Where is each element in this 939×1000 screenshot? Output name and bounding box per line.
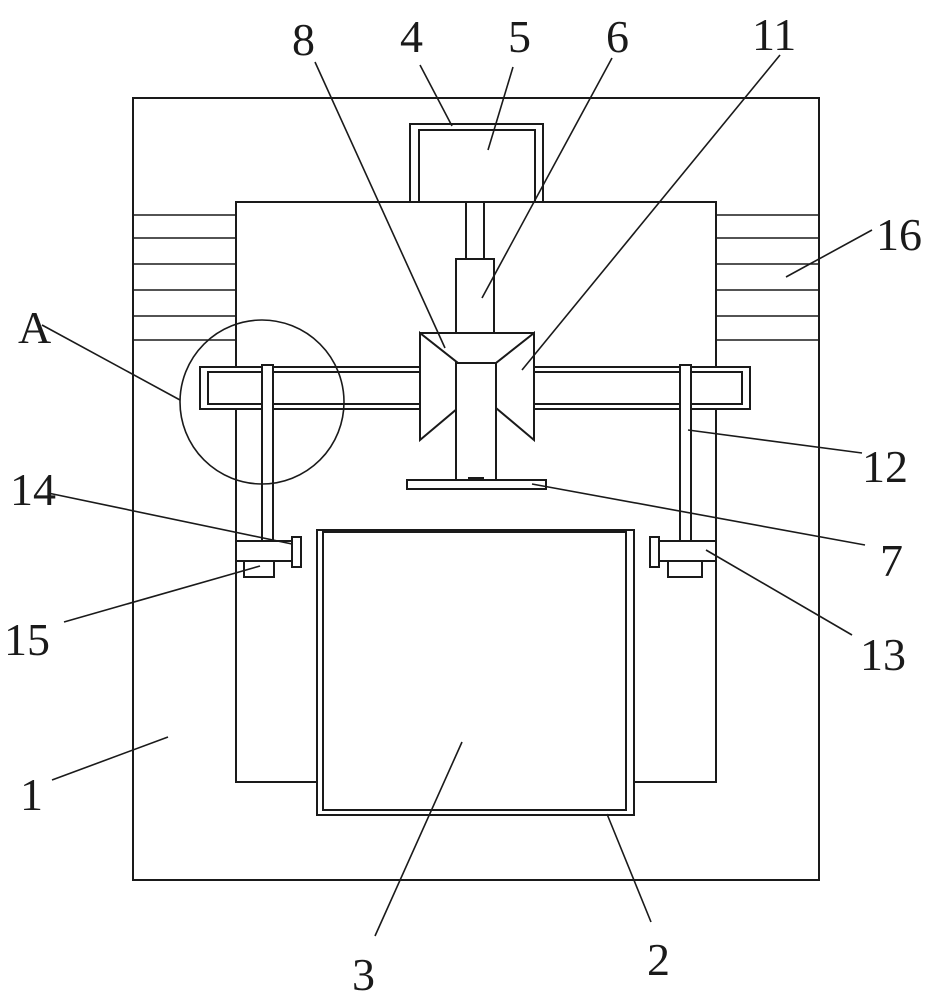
main-box — [322, 531, 627, 811]
label-13: 13 — [860, 629, 906, 680]
label-3: 3 — [352, 949, 375, 1000]
label-12: 12 — [862, 441, 908, 492]
label-7: 7 — [880, 535, 903, 586]
label-8: 8 — [292, 14, 315, 65]
leader-lines — [41, 54, 873, 937]
label-15: 15 — [4, 614, 50, 665]
spindle-housing — [455, 258, 495, 334]
label-16: 16 — [876, 209, 922, 260]
motor-box — [418, 129, 536, 203]
right-side-slats — [716, 214, 819, 341]
spindle-lower — [455, 362, 497, 482]
spindle-upper — [465, 201, 485, 260]
right-rod — [679, 364, 692, 546]
label-4: 4 — [400, 11, 423, 62]
scraper-plate — [406, 479, 547, 490]
left-clamp — [235, 536, 302, 578]
label-2: 2 — [647, 934, 670, 985]
bevel-gear-assembly — [419, 330, 535, 443]
left-side-slats — [133, 214, 236, 341]
label-a: A — [18, 302, 51, 353]
left-rod — [261, 364, 274, 546]
label-14: 14 — [10, 464, 56, 515]
detail-circle-a — [179, 319, 345, 485]
label-6: 6 — [606, 11, 629, 62]
right-clamp — [649, 536, 717, 578]
label-1: 1 — [20, 769, 43, 820]
label-11: 11 — [752, 9, 796, 60]
label-5: 5 — [508, 11, 531, 62]
